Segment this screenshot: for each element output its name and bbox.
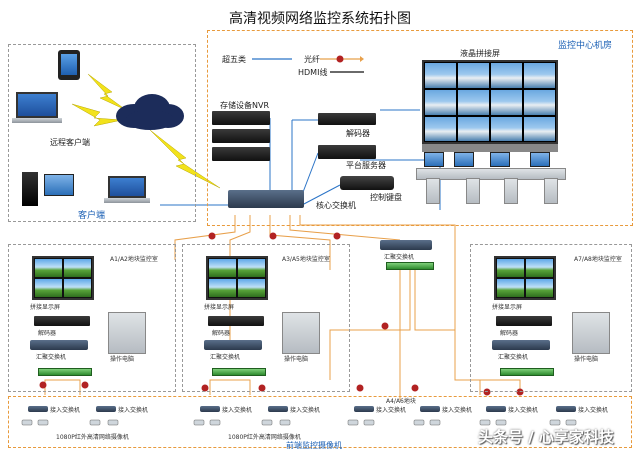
room-a1a2-label: A1/A2地块监控室	[110, 256, 158, 263]
room-a7a8-zone	[470, 244, 632, 392]
room-a3a5-tv-label: 拼接显示屏	[204, 304, 235, 311]
room-a3a5-label: A3/A5地块监控室	[282, 256, 330, 263]
front-cameras-label: 前端监控摄像机	[286, 441, 342, 450]
laptop-remote-icon	[16, 92, 58, 118]
camera-note-1: 1080P红外高清网络摄像机	[56, 434, 129, 441]
desk-monitor-4	[530, 152, 550, 167]
legend-super5: 超五类	[222, 55, 246, 64]
mid-site-switch-label: 汇聚交换机	[384, 254, 415, 261]
access-switch-8	[556, 406, 576, 412]
watermark-text: 头条号 / 心享家科技	[478, 428, 614, 446]
platform-server-device	[318, 145, 376, 159]
wireless-bolt-3	[149, 129, 221, 189]
nvr-unit-1	[212, 111, 270, 125]
legend-fiber-line	[320, 55, 364, 63]
access-switch-5	[354, 406, 374, 412]
room-a3a5-decoder-label: 解码器	[212, 330, 231, 337]
storage-nvr-label: 存储设备NVR	[220, 101, 270, 110]
legend-hdmi-line	[330, 71, 364, 73]
mid-site-label: A4/A6地块	[386, 398, 416, 405]
room-a1a2-tv-wall	[32, 256, 94, 300]
room-a3a5-pc-label: 操作电脑	[284, 356, 309, 363]
decoder-device	[318, 113, 376, 125]
access-switch-6	[420, 406, 440, 412]
remote-client-label: 远程客户端	[50, 138, 90, 147]
lcd-video-wall	[422, 60, 558, 144]
room-a7a8-operator-station	[572, 312, 610, 354]
client-label: 客户端	[78, 211, 106, 221]
room-a1a2-zone	[8, 244, 176, 392]
mid-site-fiber-box	[386, 262, 434, 270]
core-switch-device	[228, 190, 304, 208]
nvr-unit-2	[212, 129, 270, 143]
room-a1a2-pc-label: 操作电脑	[110, 356, 135, 363]
room-a1a2-agg-switch	[30, 340, 88, 350]
room-a7a8-tv-label: 拼接显示屏	[492, 304, 523, 311]
room-a3a5-tv-wall	[206, 256, 268, 300]
operator-desk	[416, 168, 566, 180]
legend-hdmi: HDMI线	[298, 68, 328, 77]
room-a1a2-decoder-label: 解码器	[38, 330, 57, 337]
decoder-label: 解码器	[346, 129, 370, 138]
cloud-icon	[116, 94, 184, 130]
access-switch-1	[28, 406, 48, 412]
camera-icons	[21, 419, 577, 426]
camera-note-2: 1080P红外高清网络摄像机	[228, 434, 301, 441]
lcd-wall-label: 液晶拼接屏	[460, 49, 500, 58]
desktop-tower-icon	[22, 172, 38, 206]
tablet-icon	[58, 50, 80, 80]
room-a3a5-agg-label: 汇聚交换机	[210, 354, 241, 361]
platform-server-label: 平台服务器	[346, 161, 386, 170]
room-a7a8-label: A7/A8地块监控室	[574, 256, 622, 263]
mid-site-switch	[380, 240, 432, 250]
core-switch-label: 核心交换机	[316, 201, 356, 210]
desk-monitor-1	[424, 152, 444, 167]
access-switch-2	[96, 406, 116, 412]
room-a1a2-agg-label: 汇聚交换机	[36, 354, 67, 361]
client-zone	[8, 44, 196, 222]
room-a7a8-tv-wall	[494, 256, 556, 300]
room-a3a5-operator-station	[282, 312, 320, 354]
room-a7a8-agg-switch	[492, 340, 550, 350]
desktop-monitor-icon	[44, 174, 74, 196]
room-a7a8-fiber-box	[500, 368, 554, 376]
page-title: 高清视频网络监控系统拓扑图	[229, 11, 411, 27]
room-a7a8-decoder	[496, 316, 552, 326]
control-center-zone	[207, 30, 633, 226]
nvr-unit-3	[212, 147, 270, 161]
control-center-label: 监控中心机房	[558, 41, 613, 51]
room-a3a5-agg-switch	[204, 340, 262, 350]
room-a3a5-decoder	[208, 316, 264, 326]
room-a1a2-operator-station	[108, 312, 146, 354]
access-switch-3	[200, 406, 220, 412]
front-camera-zone	[8, 396, 632, 448]
room-a7a8-decoder-label: 解码器	[500, 330, 519, 337]
room-a1a2-fiber-box	[38, 368, 92, 376]
desk-monitor-3	[490, 152, 510, 167]
room-a3a5-fiber-box	[212, 368, 266, 376]
control-keyboard-label: 控制键盘	[370, 193, 402, 202]
desk-monitor-2	[454, 152, 474, 167]
room-a3a5-zone	[182, 244, 350, 392]
access-switch-7	[486, 406, 506, 412]
legend-super5-line	[252, 58, 292, 60]
room-a1a2-tv-label: 拼接显示屏	[30, 304, 61, 311]
room-a7a8-agg-label: 汇聚交换机	[498, 354, 529, 361]
laptop-client-icon	[108, 176, 146, 198]
access-switch-4	[268, 406, 288, 412]
control-keyboard-device	[340, 176, 394, 190]
room-a1a2-decoder	[34, 316, 90, 326]
legend-fiber: 光纤	[304, 55, 320, 64]
room-a7a8-pc-label: 操作电脑	[574, 356, 599, 363]
